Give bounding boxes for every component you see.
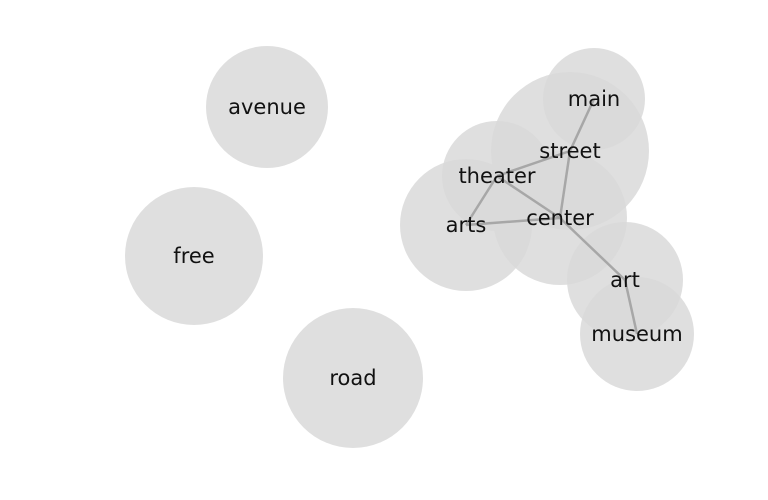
edge-center-art [559,217,626,281]
edges-layer [464,98,639,335]
edge-main-street [568,98,596,152]
label-arts: arts [446,213,487,237]
edge-street-center [558,150,572,219]
edge-arts-center [465,216,561,227]
label-museum: museum [591,322,682,346]
bubble-free [125,187,263,325]
label-free: free [173,244,214,268]
label-avenue: avenue [228,95,306,119]
edge-theater-arts [464,175,499,226]
edge-art-museum [623,279,639,335]
label-center: center [526,206,594,230]
edge-theater-street [496,149,571,178]
edge-theater-center [496,174,561,220]
label-street: street [539,139,600,163]
bubble-avenue [206,46,328,168]
label-theater: theater [458,164,535,188]
label-road: road [329,366,376,390]
bubble-road [283,308,423,448]
label-main: main [568,87,620,111]
labels-layer: avenue free road street main center arts theate… [173,87,682,390]
label-art: art [610,268,640,292]
